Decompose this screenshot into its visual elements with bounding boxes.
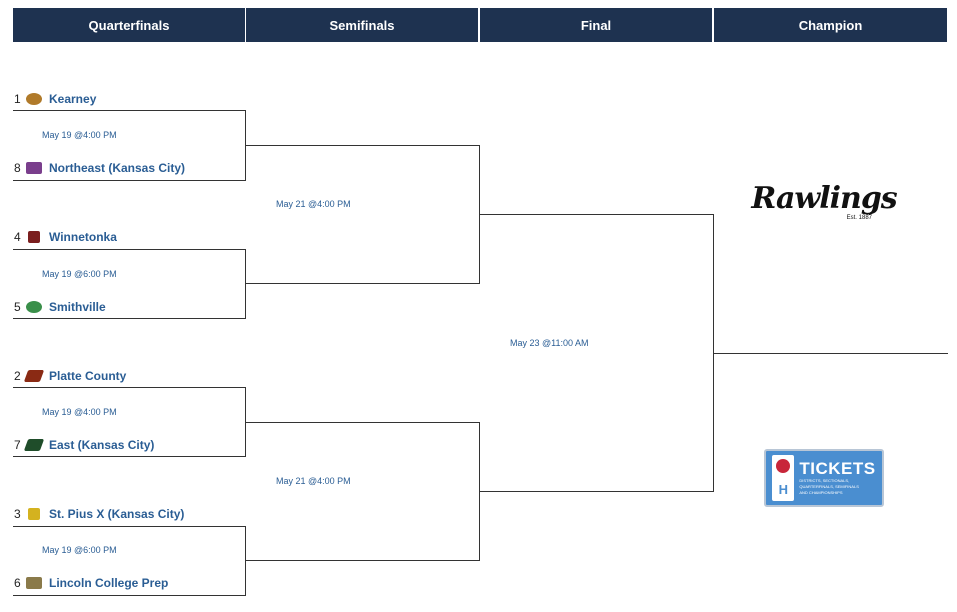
bracket-line xyxy=(245,249,246,319)
team-name[interactable]: Lincoln College Prep xyxy=(49,576,169,590)
bracket-line xyxy=(480,214,714,215)
bracket-line xyxy=(246,145,480,146)
bracket-line xyxy=(479,422,480,561)
bracket-line xyxy=(246,283,480,284)
bracket-line xyxy=(713,214,714,492)
tickets-title: TICKETS xyxy=(799,459,876,478)
bracket-line xyxy=(479,145,480,284)
bracket-line xyxy=(13,387,246,388)
bracket-line xyxy=(245,387,246,457)
game-time[interactable]: May 19 @6:00 PM xyxy=(42,545,117,555)
east-logo-icon xyxy=(23,439,45,451)
tickets-subtitle: QUARTERFINALS, SEMIFINALS xyxy=(799,484,859,489)
seed-number: 4 xyxy=(14,230,21,244)
bracket-line xyxy=(246,560,480,561)
champion-line xyxy=(714,353,948,354)
lincoln-logo-icon xyxy=(26,577,42,589)
winnetonka-logo-icon xyxy=(28,231,40,243)
tickets-text: TICKETS DISTRICTS, SECTIONALS, QUARTERFI… xyxy=(799,460,875,496)
tickets-banner[interactable]: H TICKETS DISTRICTS, SECTIONALS, QUARTER… xyxy=(764,449,884,507)
bracket-line xyxy=(13,526,246,527)
tickets-subtitle: DISTRICTS, SECTIONALS, xyxy=(799,478,850,483)
bracket-line xyxy=(13,110,246,111)
team-row[interactable]: 8 Northeast (Kansas City) xyxy=(14,159,185,177)
team-name[interactable]: Kearney xyxy=(49,92,97,106)
header-quarterfinals: Quarterfinals xyxy=(13,8,245,42)
team-name[interactable]: Winnetonka xyxy=(49,230,117,244)
st-pius-logo-icon xyxy=(28,508,40,520)
seed-number: 1 xyxy=(14,92,21,106)
seed-number: 5 xyxy=(14,300,21,314)
platte-county-logo-icon xyxy=(23,370,45,382)
header-semifinals: Semifinals xyxy=(246,8,478,42)
mshsaa-badge-icon: H xyxy=(772,455,795,501)
tickets-subtitle: AND CHAMPIONSHIPS xyxy=(799,490,843,495)
bracket-line xyxy=(13,595,246,596)
header-champion: Champion xyxy=(714,8,947,42)
team-row[interactable]: 7 East (Kansas City) xyxy=(14,436,154,454)
bracket-line xyxy=(246,422,480,423)
team-row[interactable]: 4 Winnetonka xyxy=(14,228,117,246)
bracket-line xyxy=(245,526,246,596)
team-row[interactable]: 2 Platte County xyxy=(14,367,126,385)
team-name[interactable]: Northeast (Kansas City) xyxy=(49,161,186,175)
smithville-logo-icon xyxy=(26,301,42,313)
seed-number: 2 xyxy=(14,369,21,383)
game-time[interactable]: May 21 @4:00 PM xyxy=(276,199,351,209)
game-time[interactable]: May 19 @4:00 PM xyxy=(42,130,117,140)
rawlings-est: Est. 1887 xyxy=(846,215,872,221)
rawlings-logo[interactable]: Rawlings Est. 1887 xyxy=(751,176,897,228)
bracket-line xyxy=(13,249,246,250)
team-name[interactable]: St. Pius X (Kansas City) xyxy=(49,507,185,521)
team-row[interactable]: 1 Kearney xyxy=(14,90,96,108)
team-row[interactable]: 5 Smithville xyxy=(14,298,106,316)
kearney-logo-icon xyxy=(26,93,42,105)
game-time[interactable]: May 19 @6:00 PM xyxy=(42,269,117,279)
team-row[interactable]: 6 Lincoln College Prep xyxy=(14,574,168,592)
bracket-line xyxy=(13,318,246,319)
bracket-line xyxy=(245,110,246,181)
header-final: Final xyxy=(480,8,712,42)
bracket-line xyxy=(13,456,246,457)
seed-number: 3 xyxy=(14,507,21,521)
bracket-line xyxy=(13,180,246,181)
team-name[interactable]: Platte County xyxy=(49,369,127,383)
seed-number: 7 xyxy=(14,438,21,452)
team-row[interactable]: 3 St. Pius X (Kansas City) xyxy=(14,505,184,523)
seed-number: 8 xyxy=(14,161,21,175)
bracket-line xyxy=(480,491,714,492)
team-name[interactable]: Smithville xyxy=(49,300,106,314)
team-name[interactable]: East (Kansas City) xyxy=(49,438,155,452)
game-time[interactable]: May 23 @11:00 AM xyxy=(510,338,589,348)
northeast-logo-icon xyxy=(26,162,42,174)
rawlings-wordmark: Rawlings xyxy=(751,181,897,216)
game-time[interactable]: May 19 @4:00 PM xyxy=(42,407,117,417)
game-time[interactable]: May 21 @4:00 PM xyxy=(276,476,351,486)
seed-number: 6 xyxy=(14,576,21,590)
